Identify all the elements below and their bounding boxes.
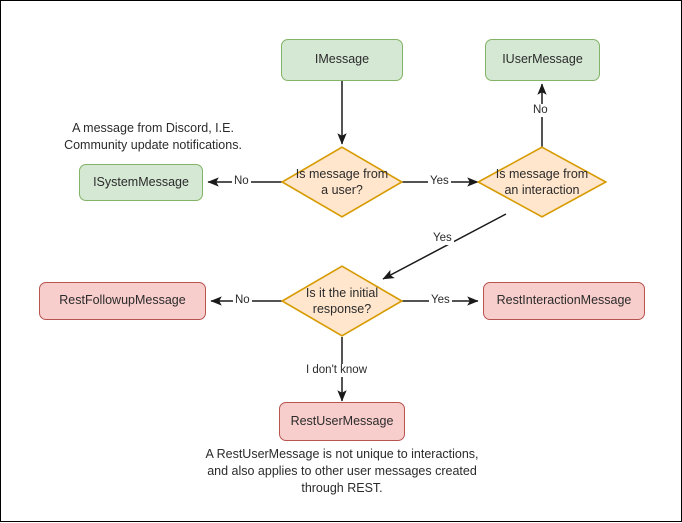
node-restusermessage[interactable]: RestUserMessage <box>279 402 405 441</box>
node-decision-initial[interactable]: Is it the initial response? <box>281 265 403 337</box>
node-decision-user[interactable]: Is message from a user? <box>281 146 403 218</box>
edge-label-interaction-no: No <box>531 104 550 117</box>
node-restfollowupmessage[interactable]: RestFollowupMessage <box>39 282 206 320</box>
edge-decision-interaction-yes-to-decision-initial <box>382 213 507 280</box>
edge-label-interaction-yes: Yes <box>431 232 454 245</box>
edge-label-initial-no: No <box>233 294 252 307</box>
node-restinteractionmessage-label: RestInteractionMessage <box>496 293 632 308</box>
node-decision-interaction[interactable]: Is message from an interaction <box>477 146 607 218</box>
node-imessage[interactable]: IMessage <box>281 39 403 81</box>
edge-label-initial-yes: Yes <box>429 294 452 307</box>
node-restinteractionmessage[interactable]: RestInteractionMessage <box>483 282 645 320</box>
note-rest-user-message: A RestUserMessage is not unique to inter… <box>205 447 479 495</box>
edge-label-initial-unknown: I don't know <box>304 364 370 377</box>
node-restusermessage-label: RestUserMessage <box>290 413 394 428</box>
edge-label-user-yes: Yes <box>428 175 451 188</box>
node-iusermessage[interactable]: IUserMessage <box>485 39 600 81</box>
edge-label-user-no: No <box>232 175 251 188</box>
diamond-shape-decision-initial <box>281 265 403 337</box>
diamond-shape-decision-user <box>281 146 403 218</box>
diamond-shape-decision-interaction <box>477 146 607 218</box>
node-isystemmessage-label: ISystemMessage <box>93 174 189 189</box>
note-system-message: A message from Discord, I.E. Community u… <box>64 121 242 152</box>
node-isystemmessage[interactable]: ISystemMessage <box>79 164 203 201</box>
node-iusermessage-label: IUserMessage <box>502 52 583 67</box>
node-imessage-label: IMessage <box>314 52 370 67</box>
node-restfollowupmessage-label: RestFollowupMessage <box>59 293 186 308</box>
